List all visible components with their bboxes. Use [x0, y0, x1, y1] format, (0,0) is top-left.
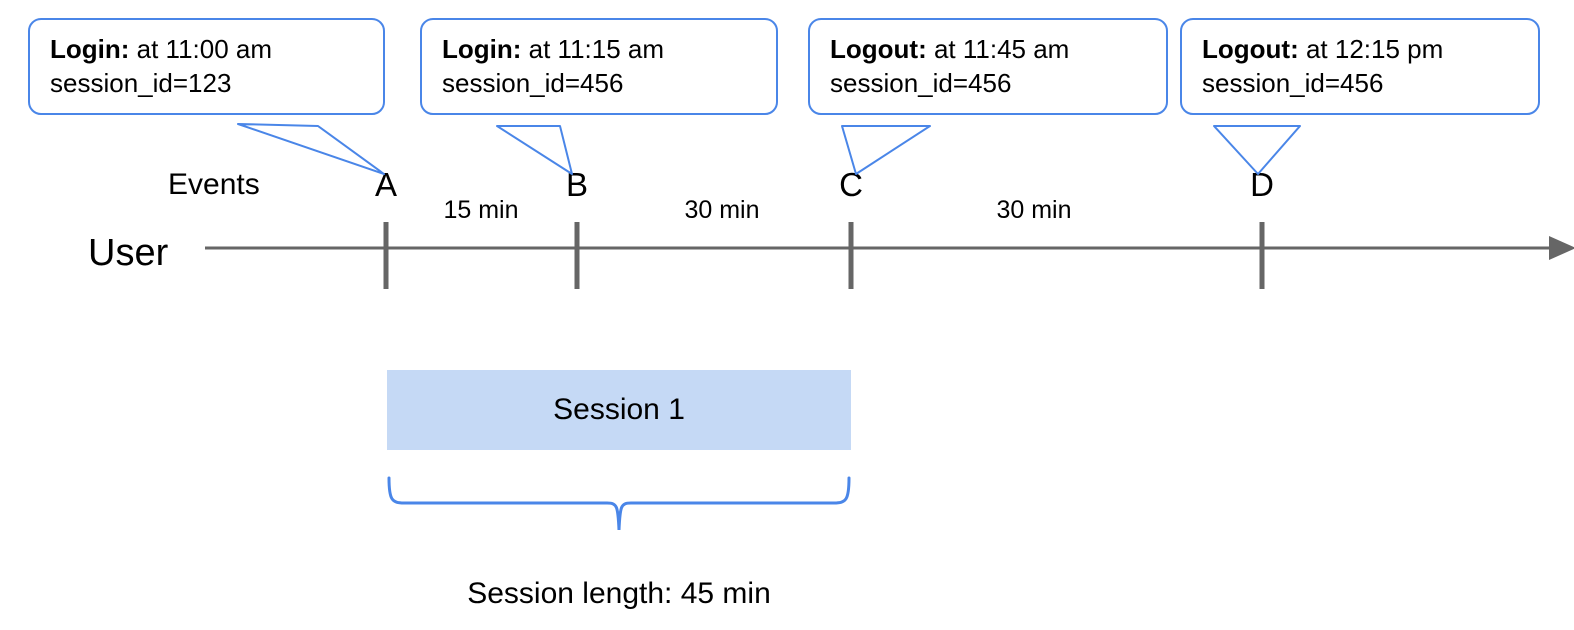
callout-4-lead: Logout: [1202, 34, 1299, 64]
callout-4-line2: session_id=456 [1202, 67, 1384, 98]
callout-3-rest: at 11:45 am [926, 34, 1070, 64]
session-bar: Session 1 [387, 370, 851, 450]
tick-label-d: D [1250, 166, 1274, 203]
session-brace [387, 476, 851, 531]
callout-1-lead: Login: [50, 34, 130, 64]
callout-3-line2: session_id=456 [830, 67, 1012, 98]
callout-bubble-2: Login: at 11:15 am session_id=456 [420, 18, 778, 115]
tick-label-c: C [839, 166, 863, 203]
callout-1-line2: session_id=123 [50, 67, 232, 98]
callout-2-lead: Login: [442, 34, 522, 64]
callout-3-lead: Logout: [830, 34, 927, 64]
interval-label-ab: 15 min [443, 196, 519, 224]
callout-4-rest: at 12:15 pm [1298, 34, 1444, 64]
session-length-caption: Session length: 45 min [467, 577, 771, 610]
interval-label-cd: 30 min [996, 196, 1072, 224]
callout-bubble-1: Login: at 11:00 am session_id=123 [28, 18, 385, 115]
callout-2-line2: session_id=456 [442, 67, 624, 98]
callout-bubble-3: Logout: at 11:45 am session_id=456 [808, 18, 1168, 115]
tick-label-b: B [565, 166, 589, 203]
callout-bubble-4: Logout: at 12:15 pm session_id=456 [1180, 18, 1540, 115]
callout-2-rest: at 11:15 am [521, 34, 665, 64]
callout-1-rest: at 11:00 am [129, 34, 273, 64]
session-bar-label: Session 1 [553, 393, 685, 426]
interval-label-bc: 30 min [684, 196, 760, 224]
lane-label-user: User [88, 232, 169, 274]
tick-label-a: A [374, 166, 398, 203]
